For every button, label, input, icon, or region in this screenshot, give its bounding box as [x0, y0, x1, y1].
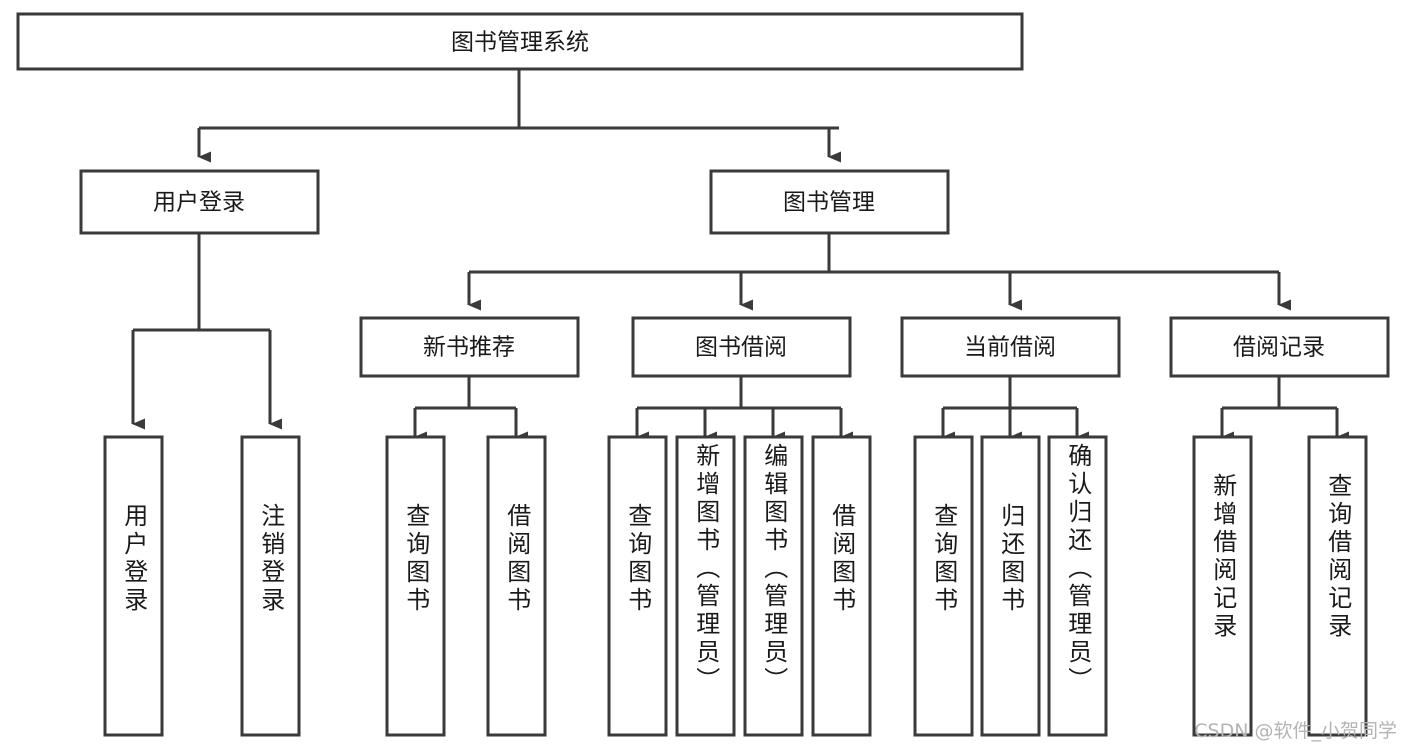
csdn-watermark: CSDN @软件_小贺同学: [1194, 720, 1397, 742]
connector-group-root: [197, 69, 841, 163]
leaf-box-borrow-book-2[interactable]: [811, 435, 872, 737]
connector-group-current-borrow: [941, 376, 1089, 443]
leaf-box-add-borrow-record[interactable]: [1192, 435, 1253, 737]
node-book-borrow[interactable]: 图书借阅: [631, 316, 852, 378]
node-new-book-recommend-label: 新书推荐: [423, 335, 515, 361]
node-current-borrow[interactable]: 当前借阅: [900, 316, 1121, 378]
node-new-book-recommend[interactable]: 新书推荐: [359, 316, 580, 378]
node-book-borrow-label: 图书借阅: [695, 335, 787, 361]
node-borrow-record-label: 借阅记录: [1233, 335, 1325, 361]
leaf-box-query-book-2[interactable]: [607, 435, 668, 737]
leaf-box-user-login[interactable]: [103, 435, 164, 737]
node-book-manage-label: 图书管理: [783, 190, 875, 216]
leaf-box-confirm-return-admin[interactable]: [1047, 435, 1108, 737]
leaf-box-edit-book-admin[interactable]: [743, 435, 804, 737]
node-root-box[interactable]: [16, 12, 1024, 71]
connector-group-borrow-record: [1220, 376, 1349, 443]
node-user-login-box[interactable]: [79, 169, 320, 235]
node-user-login[interactable]: 用户登录: [79, 169, 320, 235]
connector-group-new-book: [413, 376, 528, 443]
node-root[interactable]: 图书管理系统: [16, 12, 1024, 71]
leaf-box-query-book-1[interactable]: [385, 435, 446, 737]
node-user-login-label: 用户登录: [153, 190, 245, 216]
node-current-borrow-label: 当前借阅: [964, 335, 1056, 361]
node-root-label: 图书管理系统: [451, 30, 589, 56]
node-borrow-record[interactable]: 借阅记录: [1169, 316, 1390, 378]
node-book-manage[interactable]: 图书管理: [709, 169, 950, 235]
node-new-book-recommend-box[interactable]: [359, 316, 580, 378]
leaf-box-query-book-3[interactable]: [913, 435, 974, 737]
connector-group-user-login: [131, 233, 282, 430]
node-book-borrow-box[interactable]: [631, 316, 852, 378]
connector-group-book-manage: [467, 233, 1291, 311]
connector-group-borrow-book: [635, 376, 853, 443]
node-book-manage-box[interactable]: [709, 169, 950, 235]
node-borrow-record-box[interactable]: [1169, 316, 1390, 378]
leaf-box-return-book[interactable]: [980, 435, 1041, 737]
node-current-borrow-box[interactable]: [900, 316, 1121, 378]
leaf-box-logout[interactable]: [240, 435, 301, 737]
leaf-box-borrow-book-1[interactable]: [486, 435, 547, 737]
leaf-box-add-book-admin[interactable]: [675, 435, 736, 737]
leaf-box-query-borrow-record[interactable]: [1307, 435, 1368, 737]
